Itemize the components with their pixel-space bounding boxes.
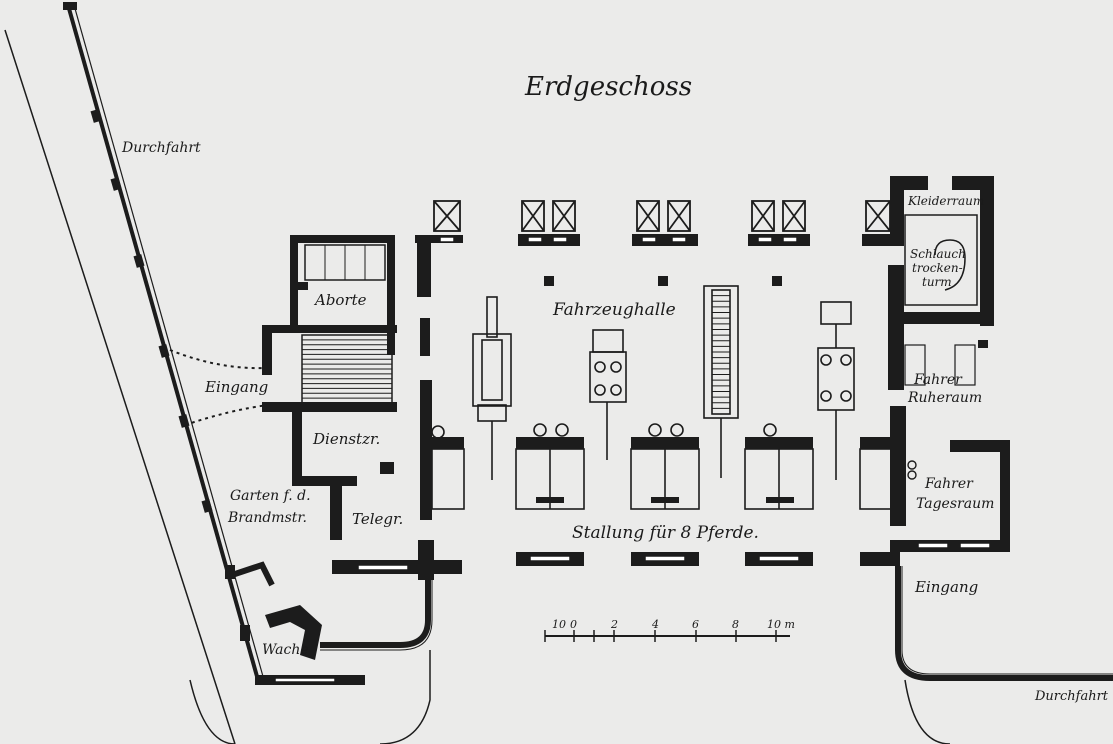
label-telegr: Telegr. xyxy=(352,510,403,528)
label-stallung: Stallung für 8 Pferde. xyxy=(572,523,759,543)
plan-title: Erdgeschoss xyxy=(524,72,692,102)
label-fahrer-tagesraum-1: Fahrer xyxy=(924,476,974,492)
left-boundary xyxy=(4,2,265,744)
scale-tick-4: 6 xyxy=(692,618,699,631)
vehicle-ladder-left xyxy=(472,296,512,480)
label-garten-2: Brandmstr. xyxy=(227,510,307,526)
label-fahrer-ruheraum-2: Ruheraum xyxy=(907,390,982,406)
left-wing xyxy=(262,235,463,580)
scale-tick-6: 10 m xyxy=(767,618,795,631)
label-schlauchturm-1: Schlauch xyxy=(910,247,966,261)
staircase xyxy=(301,334,393,404)
label-schlauchturm-2: trocken- xyxy=(912,261,963,275)
hall-north-wall xyxy=(439,234,892,246)
hall-south-wall xyxy=(516,552,900,566)
label-dienstzimmer: Dienstzr. xyxy=(312,430,380,448)
vent-boxes xyxy=(433,200,891,232)
label-kleiderraum: Kleiderraum xyxy=(907,194,984,208)
label-fahrer-tagesraum-2: Tagesraum xyxy=(916,496,994,512)
label-schlauchturm-3: turm xyxy=(922,275,952,289)
vehicle-right xyxy=(817,301,855,480)
label-durchfahrt-left: Durchfahrt xyxy=(121,140,201,156)
label-fahrzeughalle: Fahrzeughalle xyxy=(552,300,676,320)
scale-tick-0: 10 xyxy=(552,618,566,631)
scale-bar: 10 0 2 4 6 8 10 m xyxy=(544,618,795,642)
right-wing xyxy=(888,176,1113,744)
label-fahrer-ruheraum-1: Fahrer xyxy=(913,372,963,388)
label-aborte: Aborte xyxy=(313,291,367,309)
scale-tick-2: 2 xyxy=(610,618,618,631)
vehicle-ladder-center xyxy=(703,285,739,478)
label-eingang-right: Eingang xyxy=(914,578,978,596)
scale-tick-1: 0 xyxy=(570,618,577,631)
scale-tick-3: 4 xyxy=(651,618,659,631)
wache-building xyxy=(189,560,462,744)
vehicle-pump xyxy=(589,329,627,460)
label-garten-1: Garten f. d. xyxy=(230,488,311,504)
label-durchfahrt-right: Durchfahrt xyxy=(1034,689,1109,704)
scale-tick-5: 8 xyxy=(732,618,739,631)
label-wache: Wache xyxy=(262,642,309,658)
stable-stalls xyxy=(431,423,893,510)
label-eingang-left: Eingang xyxy=(204,378,268,396)
